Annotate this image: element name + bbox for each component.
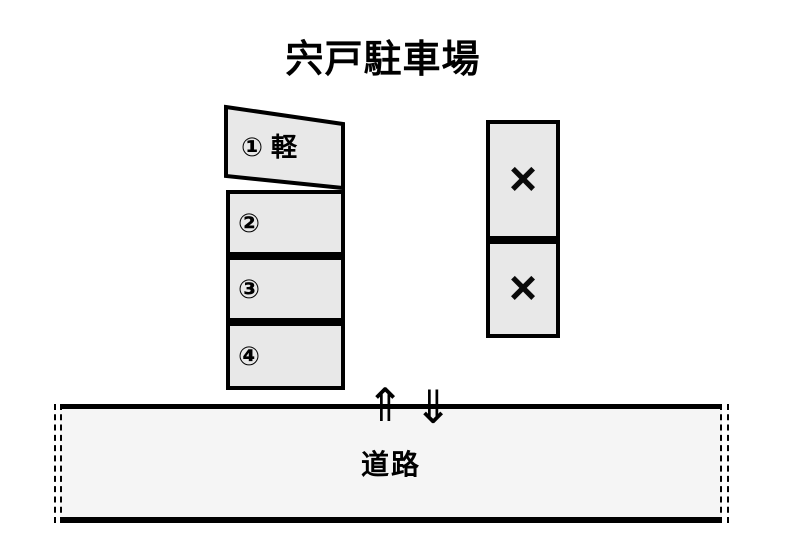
stall-number: ③ xyxy=(238,273,261,304)
road-continuation-dash-left xyxy=(54,404,56,523)
stall-type-label: 軽 xyxy=(271,132,298,162)
page-title: 宍戸駐車場 xyxy=(285,39,481,81)
stall-number: ① xyxy=(241,132,264,162)
stall-number: ④ xyxy=(238,340,261,371)
road-label: 道路 xyxy=(360,449,421,480)
blocked-space-2: × xyxy=(486,240,560,338)
unavailable-x-mark: × xyxy=(508,153,538,206)
exit-arrow-icon: ⇓ xyxy=(413,381,453,433)
entry-arrow-icon: ⇑ xyxy=(365,379,405,431)
unavailable-x-mark: × xyxy=(508,262,538,315)
stall-2: ② xyxy=(226,190,345,256)
stall-number: ② xyxy=(238,207,261,238)
blocked-space-1: × xyxy=(486,120,560,240)
road-continuation-dash-right xyxy=(727,404,729,523)
stall-3: ③ xyxy=(226,256,345,322)
stall-1-shape xyxy=(224,104,345,191)
road: 道路 xyxy=(60,404,722,523)
stall-4: ④ xyxy=(226,322,345,390)
